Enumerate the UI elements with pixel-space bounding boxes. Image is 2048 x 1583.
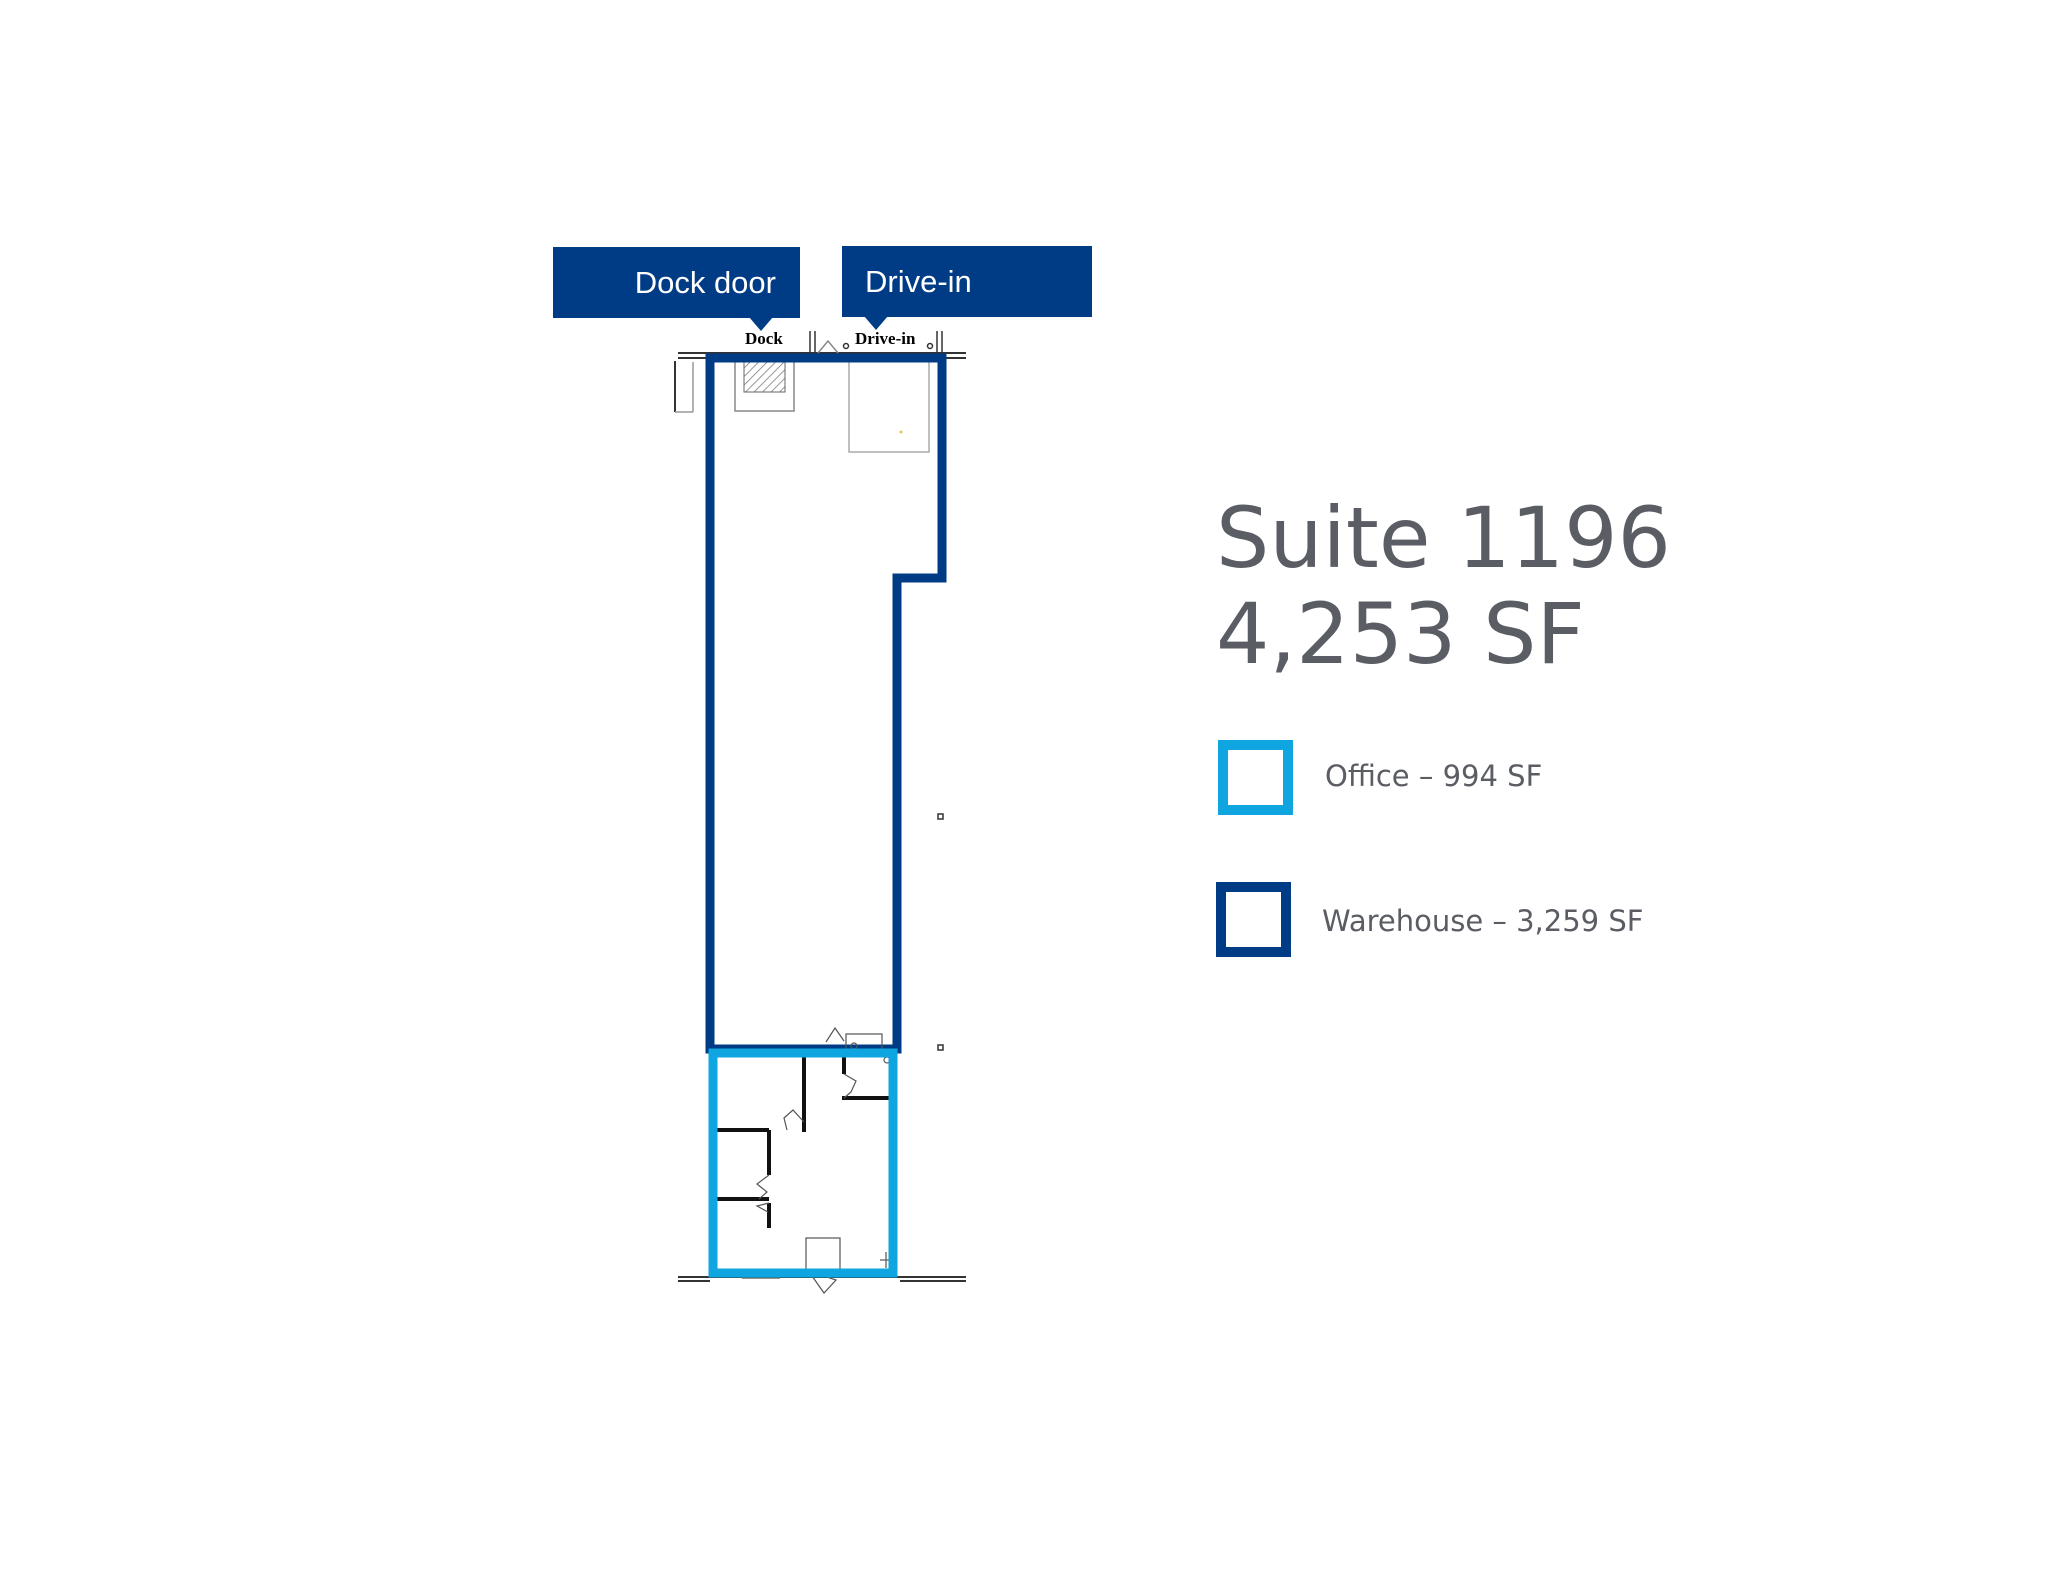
dock-plan-label: Dock [745,329,783,348]
drive-in-callout-label: Drive-in [865,263,972,299]
warehouse-outline [705,353,947,1054]
warehouse-legend-label: Warehouse – 3,259 SF [1322,904,1644,938]
drive-in-door-area [848,360,930,453]
drive-in-plan-label: Drive-in [855,329,916,348]
dock-door-callout-pointer [749,317,773,331]
adjacent-suite-lines [675,362,694,413]
office-legend-label: Office – 994 SF [1325,759,1543,793]
dock-leveler [734,360,795,412]
suite-title: Suite 1196 [1216,489,1671,587]
column-marker [937,813,944,820]
office-outline [708,1048,898,1278]
dock-door-callout-label: Dock door [634,264,776,300]
door-posts [809,331,943,354]
dock-door-callout: Dock door [553,247,800,331]
building-outline [674,352,966,1282]
column-marker [937,1044,944,1051]
drive-in-callout: Drive-in [842,246,1092,330]
office-walls [713,1053,893,1228]
office-legend-swatch [1218,740,1293,815]
suite-total-area: 4,253 SF [1216,585,1585,683]
office-door-swings [742,1026,892,1294]
drive-in-callout-pointer [864,316,888,330]
warehouse-legend-swatch [1216,882,1291,957]
drive-in-marker [899,430,903,434]
